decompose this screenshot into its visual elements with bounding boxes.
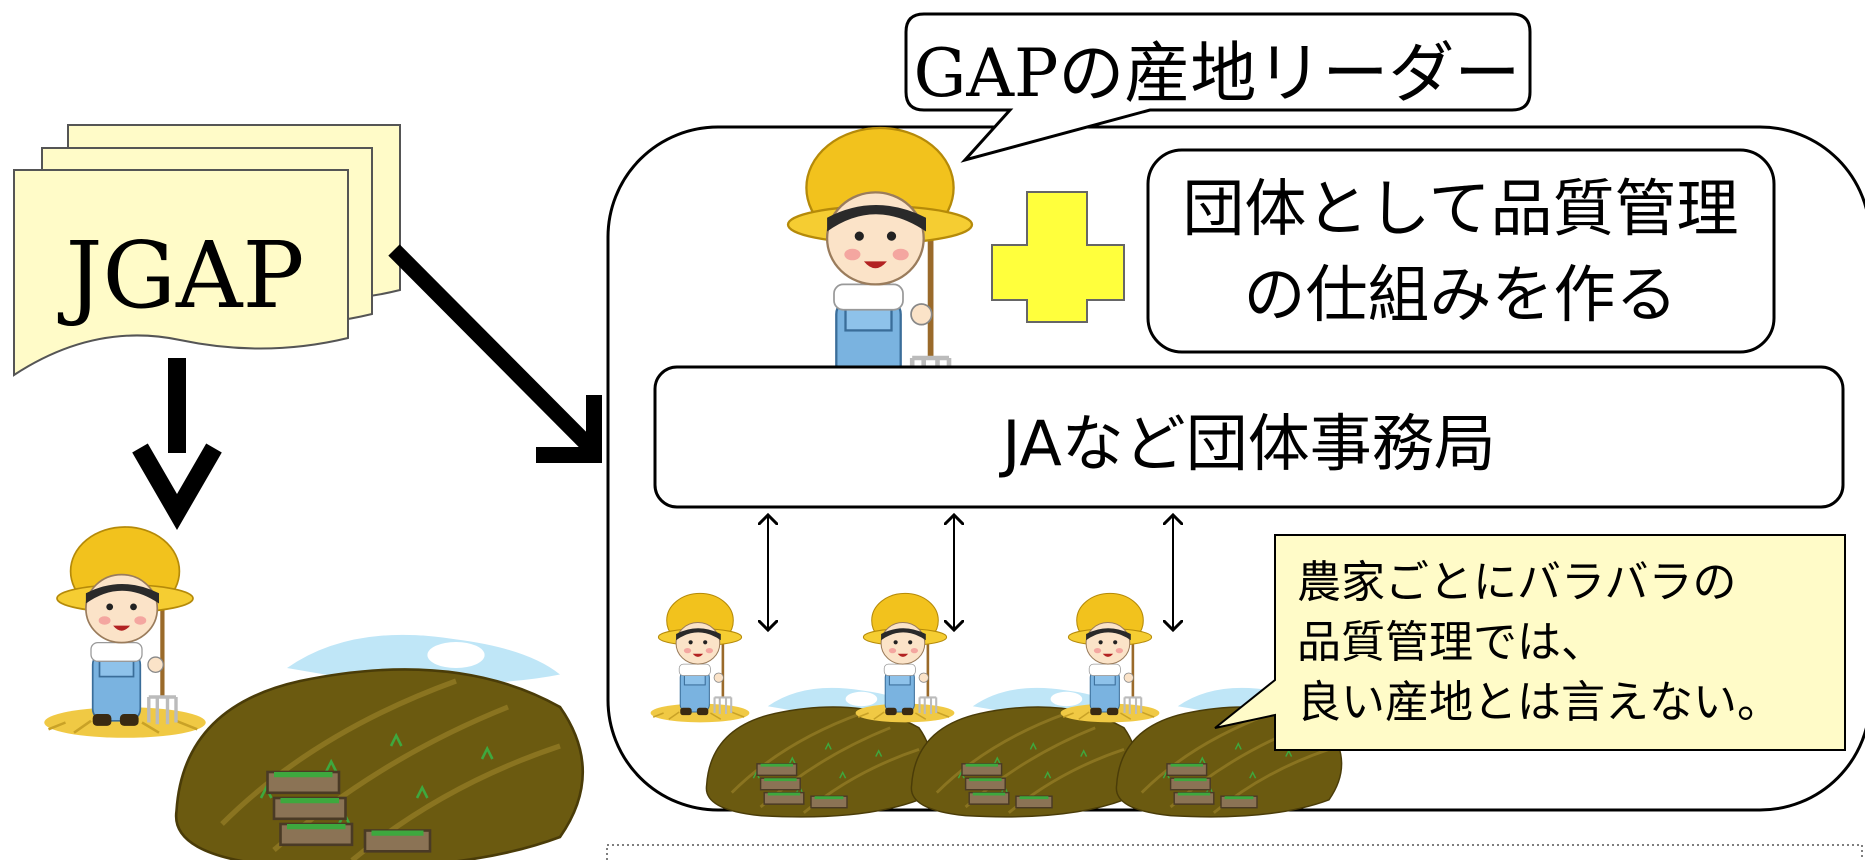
note-text: 農家ごとにバラバラの 品質管理では、 良い産地とは言えない。 [1297, 556, 1781, 728]
arrow-diagonal-icon [388, 244, 602, 463]
office-box-shape [653, 365, 1845, 509]
quality-box-shape [1146, 148, 1776, 354]
jgap-document-icon [13, 124, 401, 377]
note-callout-shape [1214, 534, 1846, 751]
plus-icon [991, 191, 1125, 323]
speech-bubble-shape [904, 12, 1532, 163]
office-box-text: JAなど団体事務局 [1002, 407, 1496, 480]
individual-farm-illustration [44, 527, 583, 860]
jgap-label: JGAP [65, 221, 305, 329]
dotted-box-edge [606, 844, 1863, 860]
speech-bubble-text: GAPの産地リーダー [913, 35, 1521, 112]
quality-box-text: 団体として品質管理 の仕組みを作る [1182, 172, 1739, 331]
arrow-down-icon [132, 358, 222, 530]
